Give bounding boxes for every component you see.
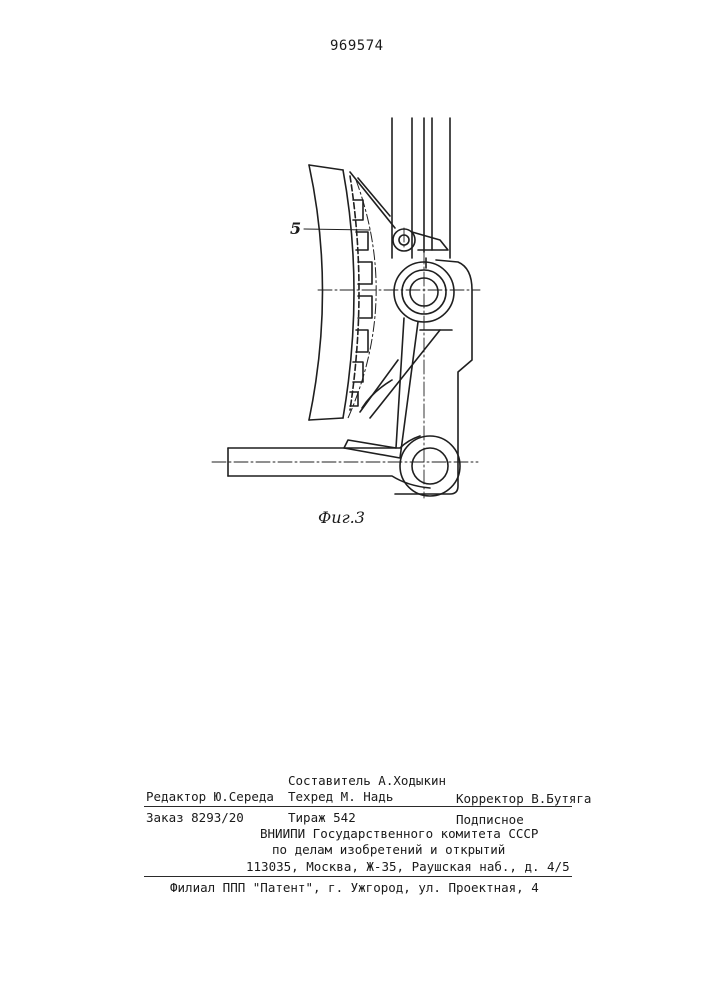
footer-branch: Филиал ППП "Патент", г. Ужгород, ул. Про… — [170, 880, 539, 895]
callout-label: 5 — [290, 219, 301, 238]
footer-org-line3: 113035, Москва, Ж-35, Раушская наб., д. … — [246, 859, 570, 874]
bottom-roller — [400, 436, 460, 496]
footer-circulation: Тираж 542 — [288, 810, 356, 825]
callout-leader — [304, 229, 370, 230]
centerlines — [212, 228, 480, 498]
footer-rule-bottom — [144, 876, 572, 877]
footer-corrector: Корректор В.Бутяга — [456, 791, 591, 806]
footer-rule-top — [144, 806, 572, 807]
footer-compiler: Составитель А.Ходыкин — [288, 773, 446, 788]
figure-caption: Фиг.3 — [318, 508, 365, 527]
footer-techred: Техред М. Надь — [288, 789, 393, 804]
footer-subscription: Подписное — [456, 812, 524, 827]
footer-org-line1: ВНИИПИ Государственного комитета СССР — [260, 826, 538, 841]
footer-org-line2: по делам изобретений и открытий — [272, 842, 505, 857]
footer-order: Заказ 8293/20 — [146, 810, 244, 825]
housing — [395, 258, 472, 494]
footer-editor: Редактор Ю.Середа — [146, 789, 274, 804]
curved-drum-segment — [309, 165, 372, 420]
